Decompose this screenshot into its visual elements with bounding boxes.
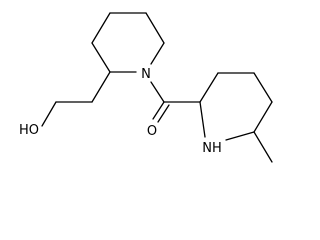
bond [150,81,165,103]
bond [253,131,273,163]
atom-label-carbonyl-oxygen: O [147,124,157,139]
bond [253,72,273,103]
atom-label-amine: NH [202,141,222,156]
bond [199,72,219,103]
bond [199,101,206,138]
bond [225,131,255,141]
piperidine-ring-upper [91,12,165,73]
bond [253,101,273,133]
bond [91,12,111,44]
hydroxyethyl-chain [41,71,111,127]
bond [145,12,165,44]
carbonyl-double-bond [152,101,165,120]
bond [41,101,57,127]
bond [91,42,111,73]
atom-label-piperidine-nitrogen: N [141,67,151,82]
carbonyl-double-bond [157,104,170,123]
molecule-structure: HO N O NH [19,12,273,163]
piperidine-ring-lower [199,72,273,141]
bond [91,71,111,103]
amide-linkage [150,81,201,123]
methyl-group [253,131,273,163]
bond [150,42,165,65]
atom-label-hydroxyl: HO [19,123,39,138]
